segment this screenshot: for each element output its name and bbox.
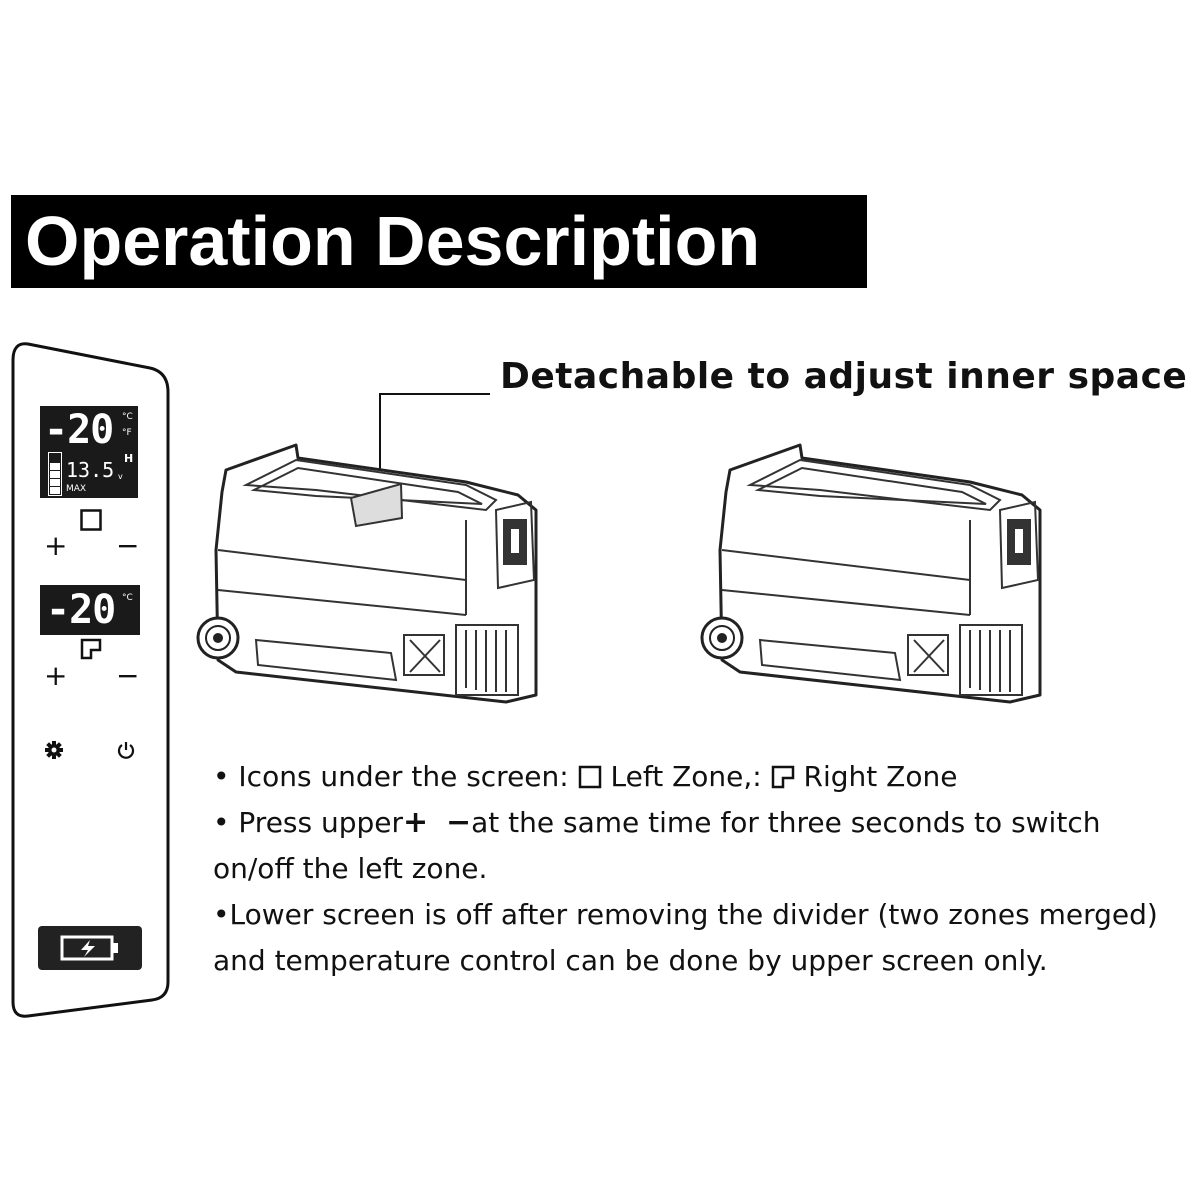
h-indicator: H: [124, 452, 134, 465]
upper-display: -20 °C °F 13.5 v H MAX: [40, 406, 138, 498]
battery-mode-button[interactable]: [38, 926, 142, 970]
gear-icon[interactable]: [44, 740, 64, 760]
battery-charging-icon: [60, 935, 118, 961]
lower-minus-button[interactable]: −: [116, 659, 140, 692]
lower-display: -20 °C: [40, 585, 140, 635]
title-banner: Operation Description: [11, 195, 867, 288]
callout-label: Detachable to adjust inner space: [500, 356, 1188, 397]
upper-minus-button[interactable]: −: [116, 529, 140, 562]
left-zone-square-icon: [578, 765, 601, 789]
upper-unit-f: °F: [122, 428, 132, 438]
note1-left-zone: Left Zone,:: [601, 760, 771, 793]
note2-minus-symbol: −: [446, 805, 472, 840]
lower-unit-c: °C: [122, 593, 133, 603]
power-icon[interactable]: [116, 740, 136, 760]
note1-right-zone: Right Zone: [794, 760, 958, 793]
fridge-with-divider-illustration: [196, 443, 538, 704]
right-zone-corner-icon: [80, 638, 102, 660]
voltage-unit: v: [118, 472, 123, 481]
note-line-2: • Press upper+ −at the same time for thr…: [213, 800, 1193, 846]
left-zone-square-icon: [80, 509, 102, 531]
right-zone-corner-icon: [771, 765, 794, 789]
instructions-text: • Icons under the screen: Left Zone,: Ri…: [213, 754, 1193, 984]
note-line-4: •Lower screen is off after removing the …: [213, 898, 1158, 931]
battery-level-icon: [48, 452, 62, 496]
voltage-readout: 13.5: [66, 458, 115, 482]
note1-prefix: • Icons under the screen:: [213, 760, 578, 793]
fridge-merged-illustration: [700, 443, 1042, 704]
upper-unit-c: °C: [122, 412, 133, 422]
max-indicator: MAX: [66, 484, 87, 494]
note2-suffix: at the same time for three seconds to sw…: [471, 806, 1101, 839]
upper-plus-button[interactable]: +: [44, 529, 68, 562]
note-line-5: and temperature control can be done by u…: [213, 944, 1048, 977]
page-title: Operation Description: [25, 202, 761, 280]
note2-plus-symbol: +: [403, 805, 429, 840]
lower-plus-button[interactable]: +: [44, 659, 68, 692]
note2-prefix: • Press upper: [213, 806, 404, 839]
note-line-3: on/off the left zone.: [213, 852, 488, 885]
lower-temperature: -20: [46, 587, 116, 633]
note-line-1: • Icons under the screen: Left Zone,: Ri…: [213, 754, 1193, 800]
upper-temperature: -20: [44, 407, 114, 453]
